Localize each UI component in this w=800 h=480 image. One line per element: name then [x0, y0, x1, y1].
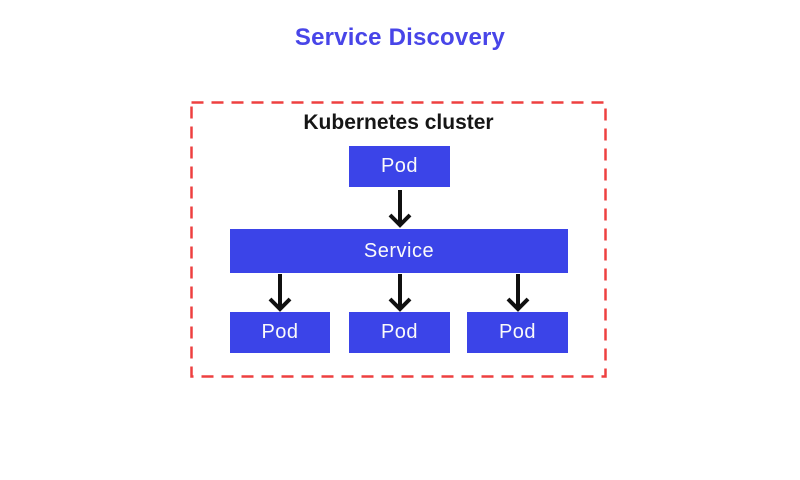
arrow-down-icon	[506, 274, 530, 312]
node-pod-top: Pod	[349, 146, 450, 187]
node-pod-bottom-2: Pod	[349, 312, 450, 353]
node-pod-bottom-3: Pod	[467, 312, 568, 353]
node-pod-bottom-1: Pod	[230, 312, 330, 353]
arrow-down-icon	[388, 190, 412, 228]
node-label: Pod	[261, 321, 299, 343]
page-title: Service Discovery	[294, 24, 506, 51]
node-service: Service	[230, 229, 568, 273]
cluster-label: Kubernetes cluster	[303, 111, 494, 134]
cluster-dashed-border	[190, 101, 607, 378]
node-label: Pod	[380, 155, 419, 177]
arrow-down-icon	[268, 274, 292, 312]
node-label: Service	[363, 239, 435, 262]
arrow-down-icon	[388, 274, 412, 312]
node-label: Pod	[498, 321, 537, 343]
node-label: Pod	[380, 321, 419, 343]
